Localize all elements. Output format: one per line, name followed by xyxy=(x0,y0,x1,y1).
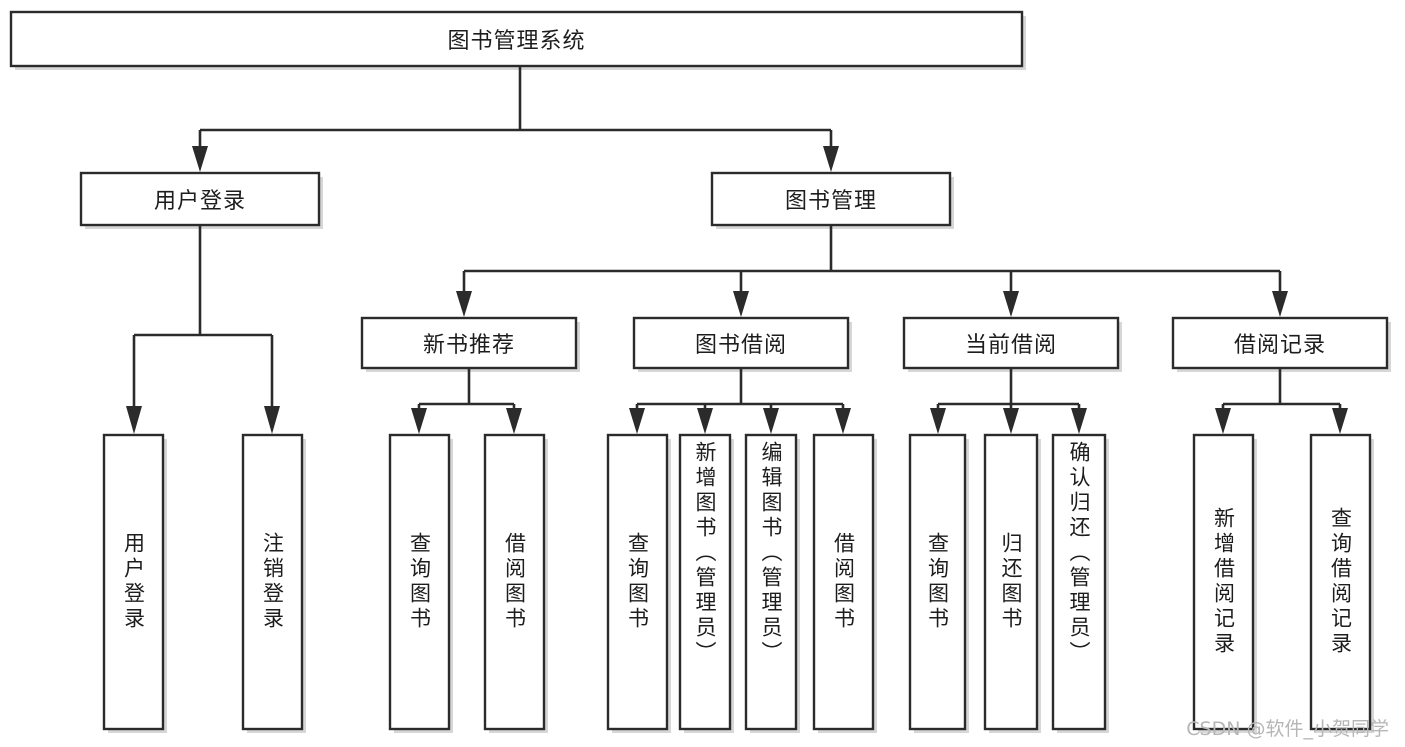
arrow-head-icon xyxy=(411,408,427,434)
node-new-book-recommend-rect[interactable] xyxy=(360,316,578,370)
arrow-head-icon xyxy=(629,408,645,434)
arrow-head-icon xyxy=(1003,408,1019,434)
leaf-book-borrow-3[interactable] xyxy=(812,433,877,733)
node-root-rect[interactable] xyxy=(9,10,1024,68)
leaf-rect[interactable] xyxy=(483,433,546,731)
leaf-rect[interactable] xyxy=(908,433,967,731)
node-borrow-record-rect[interactable] xyxy=(1171,316,1389,370)
leaf-user-login-0[interactable] xyxy=(102,433,167,733)
leaf-borrow-record-0[interactable] xyxy=(1192,433,1257,733)
connector-current-borrow-to-leaves xyxy=(930,368,1087,434)
node-user-login[interactable] xyxy=(79,171,323,229)
node-user-login-rect[interactable] xyxy=(79,171,321,227)
arrow-head-icon xyxy=(264,406,280,434)
node-book-borrow[interactable] xyxy=(632,316,852,372)
connector-new-book-to-leaves xyxy=(411,368,522,434)
arrow-head-icon xyxy=(1071,408,1087,434)
connector-user-login-to-leaves xyxy=(126,225,280,434)
arrow-head-icon xyxy=(835,408,851,434)
leaf-rect[interactable] xyxy=(388,433,451,731)
leaf-current-borrow-1[interactable] xyxy=(983,433,1041,733)
leaf-book-borrow-1[interactable] xyxy=(678,433,734,733)
leaf-new-book-1[interactable] xyxy=(483,433,548,733)
arrow-head-icon xyxy=(733,291,749,317)
arrow-head-icon xyxy=(763,408,779,434)
leaf-current-borrow-2[interactable] xyxy=(1051,433,1109,733)
leaf-rect[interactable] xyxy=(1051,433,1107,731)
arrow-head-icon xyxy=(506,408,522,434)
arrow-head-icon xyxy=(192,146,208,172)
leaf-rect[interactable] xyxy=(102,433,165,731)
node-book-borrow-rect[interactable] xyxy=(632,316,850,370)
node-borrow-record[interactable] xyxy=(1171,316,1391,372)
leaf-rect[interactable] xyxy=(1309,433,1372,731)
leaf-rect[interactable] xyxy=(241,433,304,731)
connector-root-to-level1 xyxy=(192,66,839,172)
leaf-rect[interactable] xyxy=(678,433,732,731)
leaf-current-borrow-0[interactable] xyxy=(908,433,969,733)
arrow-head-icon xyxy=(697,408,713,434)
arrow-head-icon xyxy=(930,408,946,434)
connector-book-management-to-level2 xyxy=(456,225,1288,317)
leaf-book-borrow-2[interactable] xyxy=(744,433,800,733)
node-current-borrow-rect[interactable] xyxy=(902,316,1120,370)
connector-book-borrow-to-leaves xyxy=(629,368,851,434)
node-new-book-recommend[interactable] xyxy=(360,316,580,372)
arrow-head-icon xyxy=(1215,408,1231,434)
connector-borrow-record-to-leaves xyxy=(1215,368,1348,434)
node-book-management[interactable] xyxy=(710,171,954,229)
leaf-rect[interactable] xyxy=(744,433,798,731)
leaf-new-book-0[interactable] xyxy=(388,433,453,733)
node-root[interactable] xyxy=(9,10,1026,70)
arrow-head-icon xyxy=(126,406,142,434)
leaf-user-login-1[interactable] xyxy=(241,433,306,733)
node-book-management-rect[interactable] xyxy=(710,171,952,227)
leaf-borrow-record-1[interactable] xyxy=(1309,433,1374,733)
leaf-rect[interactable] xyxy=(812,433,875,731)
node-current-borrow[interactable] xyxy=(902,316,1122,372)
arrow-head-icon xyxy=(1332,408,1348,434)
arrow-head-icon xyxy=(456,291,472,317)
arrow-head-icon xyxy=(1272,291,1288,317)
leaf-rect[interactable] xyxy=(983,433,1039,731)
leaf-book-borrow-0[interactable] xyxy=(606,433,671,733)
leaf-rect[interactable] xyxy=(606,433,669,731)
leaf-rect[interactable] xyxy=(1192,433,1255,731)
arrow-head-icon xyxy=(1003,291,1019,317)
arrow-head-icon xyxy=(823,146,839,172)
